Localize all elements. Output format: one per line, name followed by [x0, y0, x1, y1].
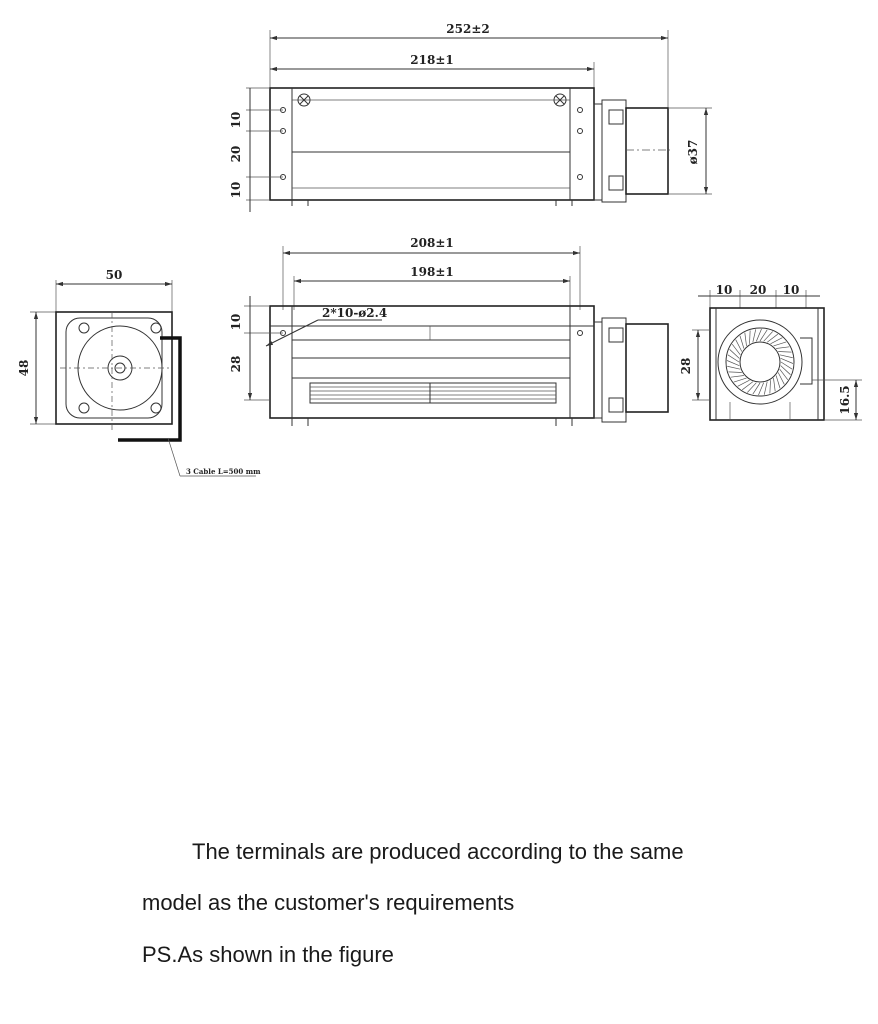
fan-blade [727, 365, 741, 370]
fan-blade [729, 349, 740, 359]
fan-blade [728, 371, 742, 373]
fan-blade [776, 346, 790, 349]
fan-blade [752, 329, 757, 343]
fan-blade [739, 335, 745, 349]
fan-blade [749, 330, 751, 344]
dim-right-10b: 10 [783, 283, 800, 297]
dim-body-length: 218±1 [410, 53, 453, 67]
fan-blade [773, 378, 776, 392]
fan-blade [735, 339, 743, 352]
fan-blade [758, 382, 764, 396]
fan-blade [731, 344, 741, 356]
dim-left-50: 50 [106, 268, 123, 282]
dim-front-198: 198±1 [410, 265, 453, 279]
left-side-view: 50 48 3 Cable L=500 mm [17, 268, 261, 477]
fan-blade [733, 377, 747, 383]
fan-blade [777, 372, 785, 385]
fan-blade [763, 331, 773, 342]
fan-blade [726, 360, 740, 366]
dim-left-48: 48 [17, 360, 31, 377]
cable-note: 3 Cable L=500 mm [186, 467, 261, 476]
dim-right-20: 20 [750, 283, 767, 297]
technical-drawing: 252±2 218±1 10 20 10 [17, 22, 862, 477]
fan-blade [780, 358, 794, 364]
fan-blade [756, 328, 762, 342]
dim-holes: 2*10-ø2.4 [322, 306, 387, 320]
fan-blade [747, 382, 757, 393]
fan-blade [770, 337, 783, 345]
fan-blade [730, 375, 744, 378]
dim-right-10a: 10 [716, 283, 733, 297]
fan-blade [769, 380, 771, 394]
fan-blade [742, 381, 754, 391]
fan-blades [726, 328, 794, 396]
dim-motor-diameter: ø37 [686, 140, 700, 165]
dim-front-10: 10 [229, 314, 243, 331]
fan-blade [727, 354, 740, 363]
dim-top-20: 20 [229, 146, 243, 163]
note-line-2: model as the customer's requirements [142, 890, 515, 915]
fan-blade [759, 329, 768, 342]
fan-blade [737, 379, 750, 387]
fan-blade [744, 332, 747, 346]
fan-blade [775, 375, 781, 389]
fan-blade [763, 381, 768, 395]
dim-top-10b: 10 [229, 182, 243, 199]
note-line-1: The terminals are produced according to … [192, 839, 684, 864]
fan-blade [780, 361, 793, 370]
fan-blade [780, 365, 791, 375]
fan-blade [779, 368, 789, 380]
note-line-3: PS.As shown in the figure [142, 942, 394, 967]
dim-overall-length: 252±2 [446, 22, 489, 36]
fan-blade [766, 333, 778, 343]
top-view: 252±2 218±1 10 20 10 [229, 22, 712, 212]
dim-front-208: 208±1 [410, 236, 453, 250]
right-side-view: 10 20 10 28 16.5 [679, 283, 862, 421]
dim-front-28: 28 [229, 356, 243, 373]
fan-blade [779, 354, 793, 359]
front-view: 208±1 198±1 2*10-ø2.4 [229, 236, 669, 426]
fan-blade [752, 382, 761, 395]
dim-right-16-5: 16.5 [838, 385, 852, 414]
dim-top-10a: 10 [229, 112, 243, 129]
dim-right-28: 28 [679, 358, 693, 375]
fan-blade [778, 351, 792, 353]
fan-blade [773, 341, 787, 347]
